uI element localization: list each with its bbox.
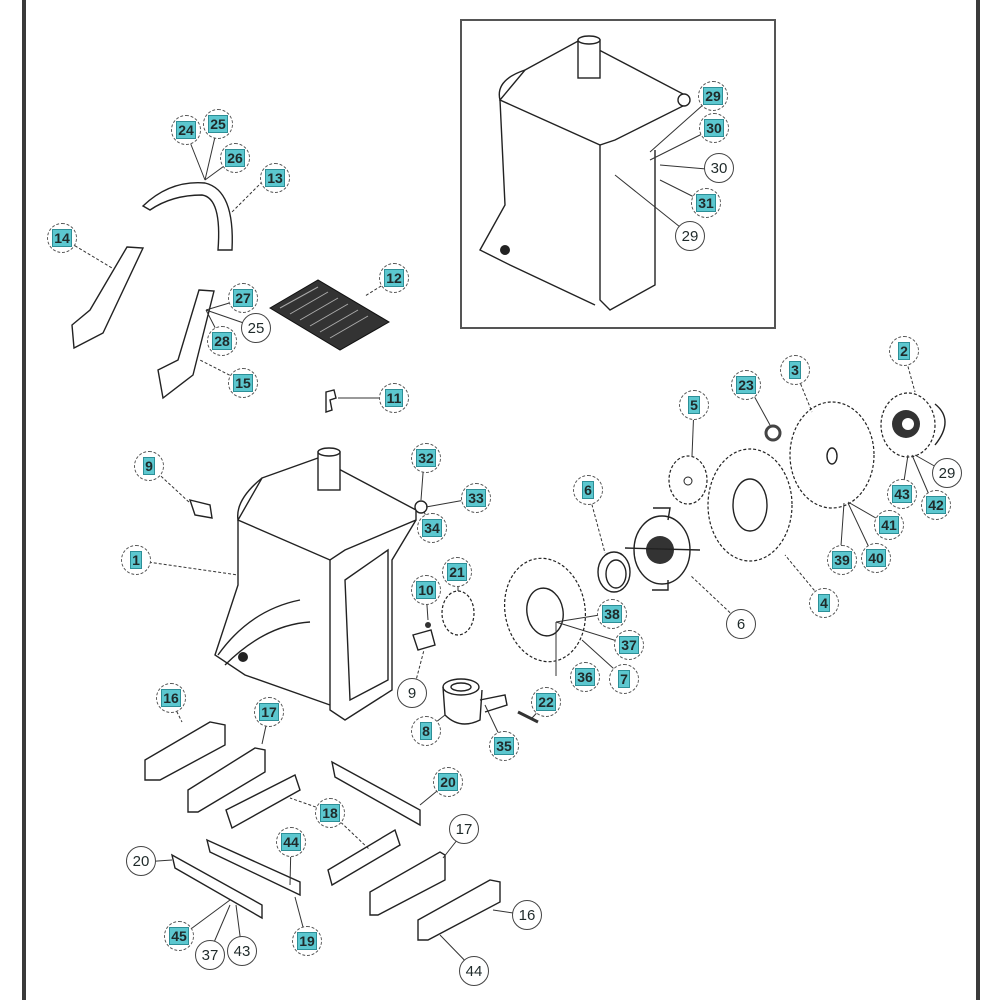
frame-border-left xyxy=(22,0,26,1000)
part-1-main-body xyxy=(214,447,428,721)
inset-detail-frame xyxy=(460,19,776,329)
callout-28[interactable]: 28 xyxy=(207,326,237,356)
callout-16[interactable]: 16 xyxy=(156,683,186,713)
callout-18[interactable]: 18 xyxy=(315,798,345,828)
callout-39[interactable]: 39 xyxy=(827,545,857,575)
callout-20-plain[interactable]: 20 xyxy=(126,846,156,876)
callout-14[interactable]: 14 xyxy=(47,223,77,253)
inset-drawing xyxy=(479,35,691,311)
part-3-plate xyxy=(789,401,875,509)
callout-27[interactable]: 27 xyxy=(228,283,258,313)
callout-37[interactable]: 37 xyxy=(614,630,644,660)
part-6-ring xyxy=(597,551,631,593)
callout-29-plain[interactable]: 29 xyxy=(932,458,962,488)
callout-33[interactable]: 33 xyxy=(461,483,491,513)
callout-7[interactable]: 7 xyxy=(609,664,639,694)
callout-10[interactable]: 10 xyxy=(411,575,441,605)
callout-6-plain[interactable]: 6 xyxy=(726,609,756,639)
part-12-grate xyxy=(269,279,390,351)
callout-3[interactable]: 3 xyxy=(780,355,810,385)
callout-17-plain[interactable]: 17 xyxy=(449,814,479,844)
part-13-arch-guard xyxy=(141,181,233,251)
callout-43-plain[interactable]: 43 xyxy=(227,936,257,966)
part-16-bracket xyxy=(144,721,226,781)
callout-32[interactable]: 32 xyxy=(411,443,441,473)
callout-42[interactable]: 42 xyxy=(921,490,951,520)
part-19-bar xyxy=(205,838,301,897)
frame-border-right xyxy=(976,0,980,1000)
callout-1[interactable]: 1 xyxy=(121,545,151,575)
part-5-disc xyxy=(668,455,708,505)
part-20-angle-lower xyxy=(170,853,263,920)
part-8-fitting xyxy=(442,678,508,725)
callout-15[interactable]: 15 xyxy=(228,368,258,398)
callout-8[interactable]: 8 xyxy=(411,716,441,746)
callout-37-plain[interactable]: 37 xyxy=(195,940,225,970)
callout-35[interactable]: 35 xyxy=(489,731,519,761)
callout-9[interactable]: 9 xyxy=(134,451,164,481)
inset-callout-29[interactable]: 29 xyxy=(698,81,728,111)
callout-16-plain[interactable]: 16 xyxy=(512,900,542,930)
callout-21[interactable]: 21 xyxy=(442,557,472,587)
part-6-impeller xyxy=(624,507,701,591)
part-18-channel-upper xyxy=(225,774,301,830)
callout-34[interactable]: 34 xyxy=(417,513,447,543)
part-10-nut xyxy=(425,622,431,628)
callout-12[interactable]: 12 xyxy=(379,263,409,293)
part-4-gasket xyxy=(707,448,793,562)
part-22-pin xyxy=(517,710,539,724)
part-18-channel-lower xyxy=(327,828,401,887)
callout-44-plain[interactable]: 44 xyxy=(459,956,489,986)
part-23-seal xyxy=(764,424,782,442)
part-17-bracket xyxy=(187,747,266,813)
callout-23[interactable]: 23 xyxy=(731,370,761,400)
inset-callout-29-plain[interactable]: 29 xyxy=(675,221,705,251)
callout-36[interactable]: 36 xyxy=(570,662,600,692)
callout-25-plain[interactable]: 25 xyxy=(241,313,271,343)
part-11-clip xyxy=(325,389,337,413)
callout-19[interactable]: 19 xyxy=(292,926,322,956)
part-16-bracket-right xyxy=(417,879,501,941)
callout-5[interactable]: 5 xyxy=(679,390,709,420)
callout-20[interactable]: 20 xyxy=(433,767,463,797)
part-15-side-plate xyxy=(157,289,215,400)
callout-17[interactable]: 17 xyxy=(254,697,284,727)
callout-9-plain[interactable]: 9 xyxy=(397,678,427,708)
inset-callout-30-plain[interactable]: 30 xyxy=(704,153,734,183)
inset-callout-30[interactable]: 30 xyxy=(699,113,729,143)
callout-41[interactable]: 41 xyxy=(874,510,904,540)
inset-callout-31[interactable]: 31 xyxy=(691,188,721,218)
callout-26[interactable]: 26 xyxy=(220,143,250,173)
callout-2[interactable]: 2 xyxy=(889,336,919,366)
callout-40[interactable]: 40 xyxy=(861,543,891,573)
part-17-bracket-right xyxy=(369,851,446,916)
callout-45[interactable]: 45 xyxy=(164,921,194,951)
callout-38[interactable]: 38 xyxy=(597,599,627,629)
callout-43[interactable]: 43 xyxy=(887,479,917,509)
callout-44[interactable]: 44 xyxy=(276,827,306,857)
part-20-angle-upper xyxy=(331,760,421,827)
callout-4[interactable]: 4 xyxy=(809,588,839,618)
part-7-plate xyxy=(503,557,587,663)
callout-22[interactable]: 22 xyxy=(531,687,561,717)
part-21-ring xyxy=(441,590,475,636)
part-9-tab xyxy=(188,499,436,651)
callout-6[interactable]: 6 xyxy=(573,475,603,505)
callout-25[interactable]: 25 xyxy=(203,109,233,139)
part-2-cap xyxy=(880,392,946,458)
callout-11[interactable]: 11 xyxy=(379,383,409,413)
callout-24[interactable]: 24 xyxy=(171,115,201,145)
part-14-side-plate xyxy=(71,246,145,350)
callout-13[interactable]: 13 xyxy=(260,163,290,193)
